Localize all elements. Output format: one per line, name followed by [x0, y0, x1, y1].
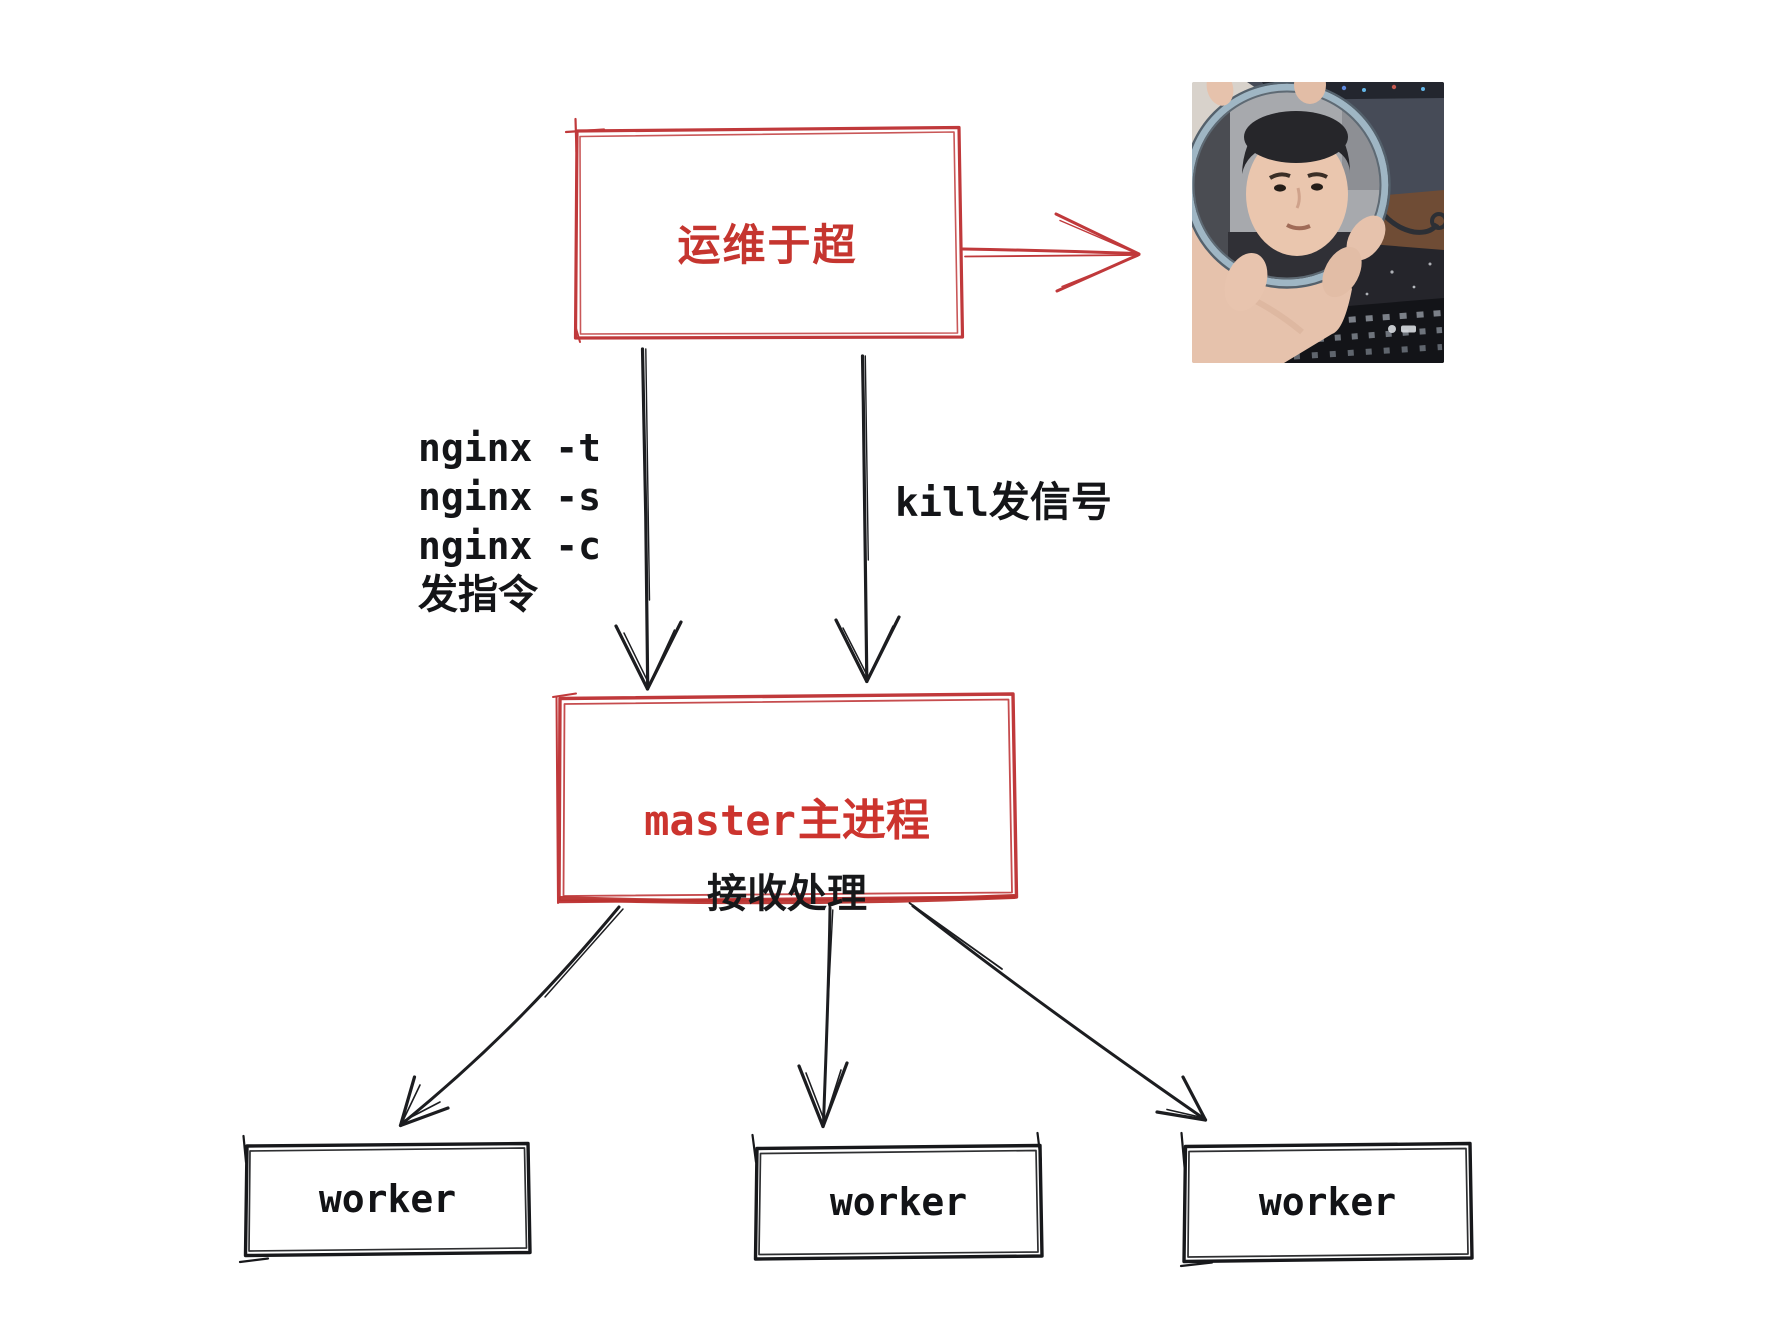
command-line: nginx -s [418, 475, 602, 519]
command-line: nginx -t [418, 426, 602, 470]
master-box-border [552, 692, 1019, 905]
master-title-code: master [644, 796, 796, 845]
worker-box-1-border [238, 1134, 532, 1264]
command-line-caption: 发指令 [418, 573, 538, 617]
worker-box-2: worker [755, 1145, 1042, 1259]
arrow-master-to-worker-3 [908, 902, 1208, 1122]
master-box-subtitle: 接收处理 [707, 872, 867, 916]
kill-signal-text: 发信号 [988, 479, 1112, 525]
meme-photo-art [1192, 82, 1444, 363]
worker-label: worker [318, 1177, 457, 1221]
arrow-commands-to-master [614, 347, 683, 691]
admin-box-border [564, 117, 965, 343]
master-title-zh: 主进程 [797, 796, 930, 845]
command-line: nginx -c [418, 524, 602, 568]
kill-signal-code: kill [895, 481, 989, 526]
worker-box-3-border [1179, 1131, 1474, 1268]
arrow-kill-to-master [834, 354, 901, 684]
worker-label: worker [829, 1180, 968, 1224]
arrow-master-to-worker-2 [797, 906, 849, 1129]
worker-box-1: worker [245, 1143, 530, 1255]
worker-label: worker [1258, 1180, 1397, 1224]
admin-box-label: 运维于超 [677, 222, 858, 270]
worker-box-3: worker [1183, 1143, 1472, 1261]
command-list: nginx -t nginx -s nginx -c 发指令 [418, 424, 601, 620]
arrow-master-to-worker-1 [398, 905, 624, 1128]
meme-photo [1192, 82, 1444, 363]
arrow-admin-to-photo [961, 212, 1141, 293]
worker-box-2-border [751, 1131, 1044, 1261]
